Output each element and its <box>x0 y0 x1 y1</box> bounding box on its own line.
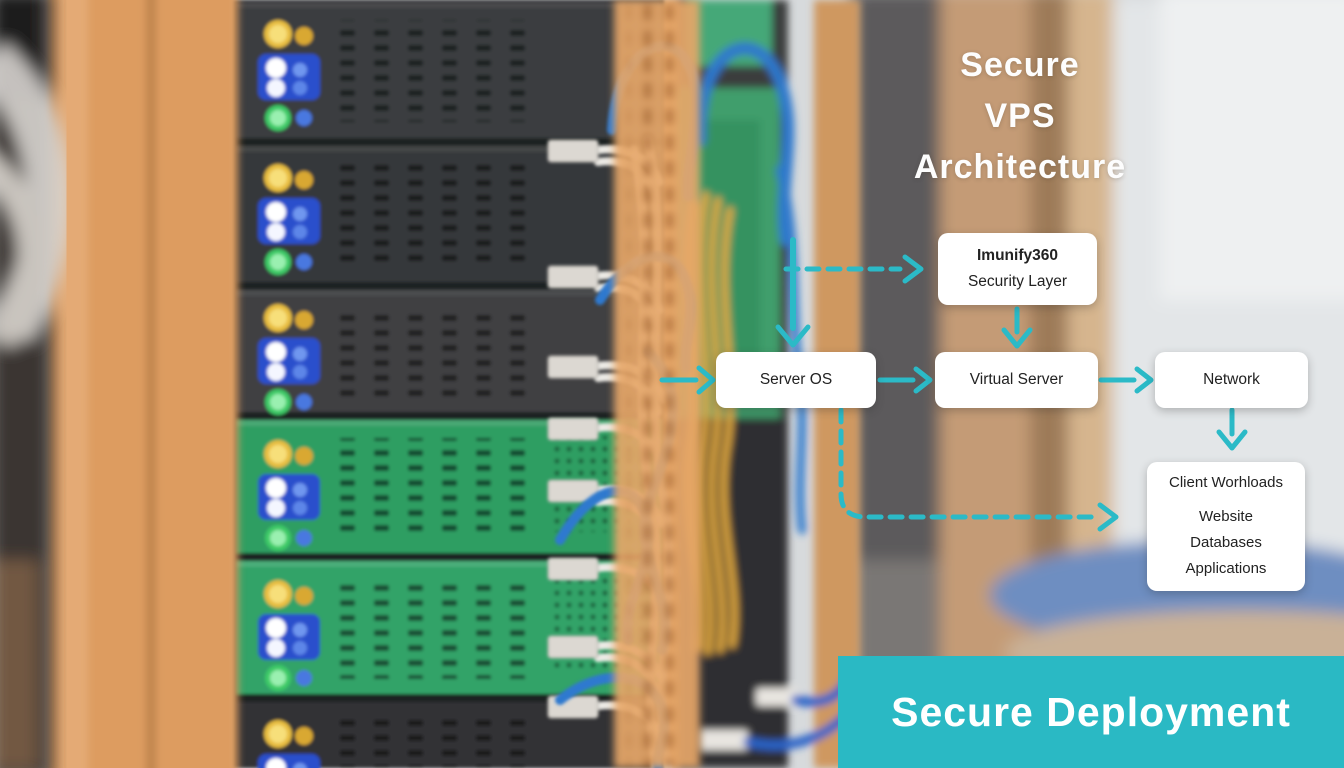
client-workloads-box: Client Worhloads Website Databases Appli… <box>1147 462 1305 591</box>
network-box: Network <box>1155 352 1308 408</box>
page-title: Secure VPS Architecture <box>828 40 1212 193</box>
left-rack <box>232 0 664 768</box>
title-line-2: VPS <box>984 97 1056 135</box>
secure-deployment-banner: Secure Deployment <box>838 656 1344 768</box>
title-line-3: Architecture <box>913 148 1127 186</box>
client-workloads-item: Applications <box>1185 560 1267 577</box>
virtual-server-label: Virtual Server <box>969 370 1064 388</box>
banner-label: Secure Deployment <box>891 688 1291 735</box>
server-os-box: Server OS <box>716 352 876 408</box>
security-layer-box: Imunify360 Security Layer <box>938 233 1097 305</box>
title-line-1: Secure <box>960 46 1080 84</box>
left-edge-blur <box>0 0 73 768</box>
client-workloads-item: Website <box>1199 508 1253 525</box>
server-os-label: Server OS <box>759 370 833 388</box>
orange-rack-posts <box>46 0 700 768</box>
client-workloads-title: Client Worhloads <box>1169 474 1283 491</box>
network-label: Network <box>1203 370 1260 388</box>
vent-slots <box>340 20 652 768</box>
security-layer-subtitle: Security Layer <box>967 272 1068 290</box>
client-workloads-item: Databases <box>1190 534 1262 551</box>
virtual-server-box: Virtual Server <box>935 352 1098 408</box>
security-layer-title: Imunify360 <box>977 246 1058 264</box>
